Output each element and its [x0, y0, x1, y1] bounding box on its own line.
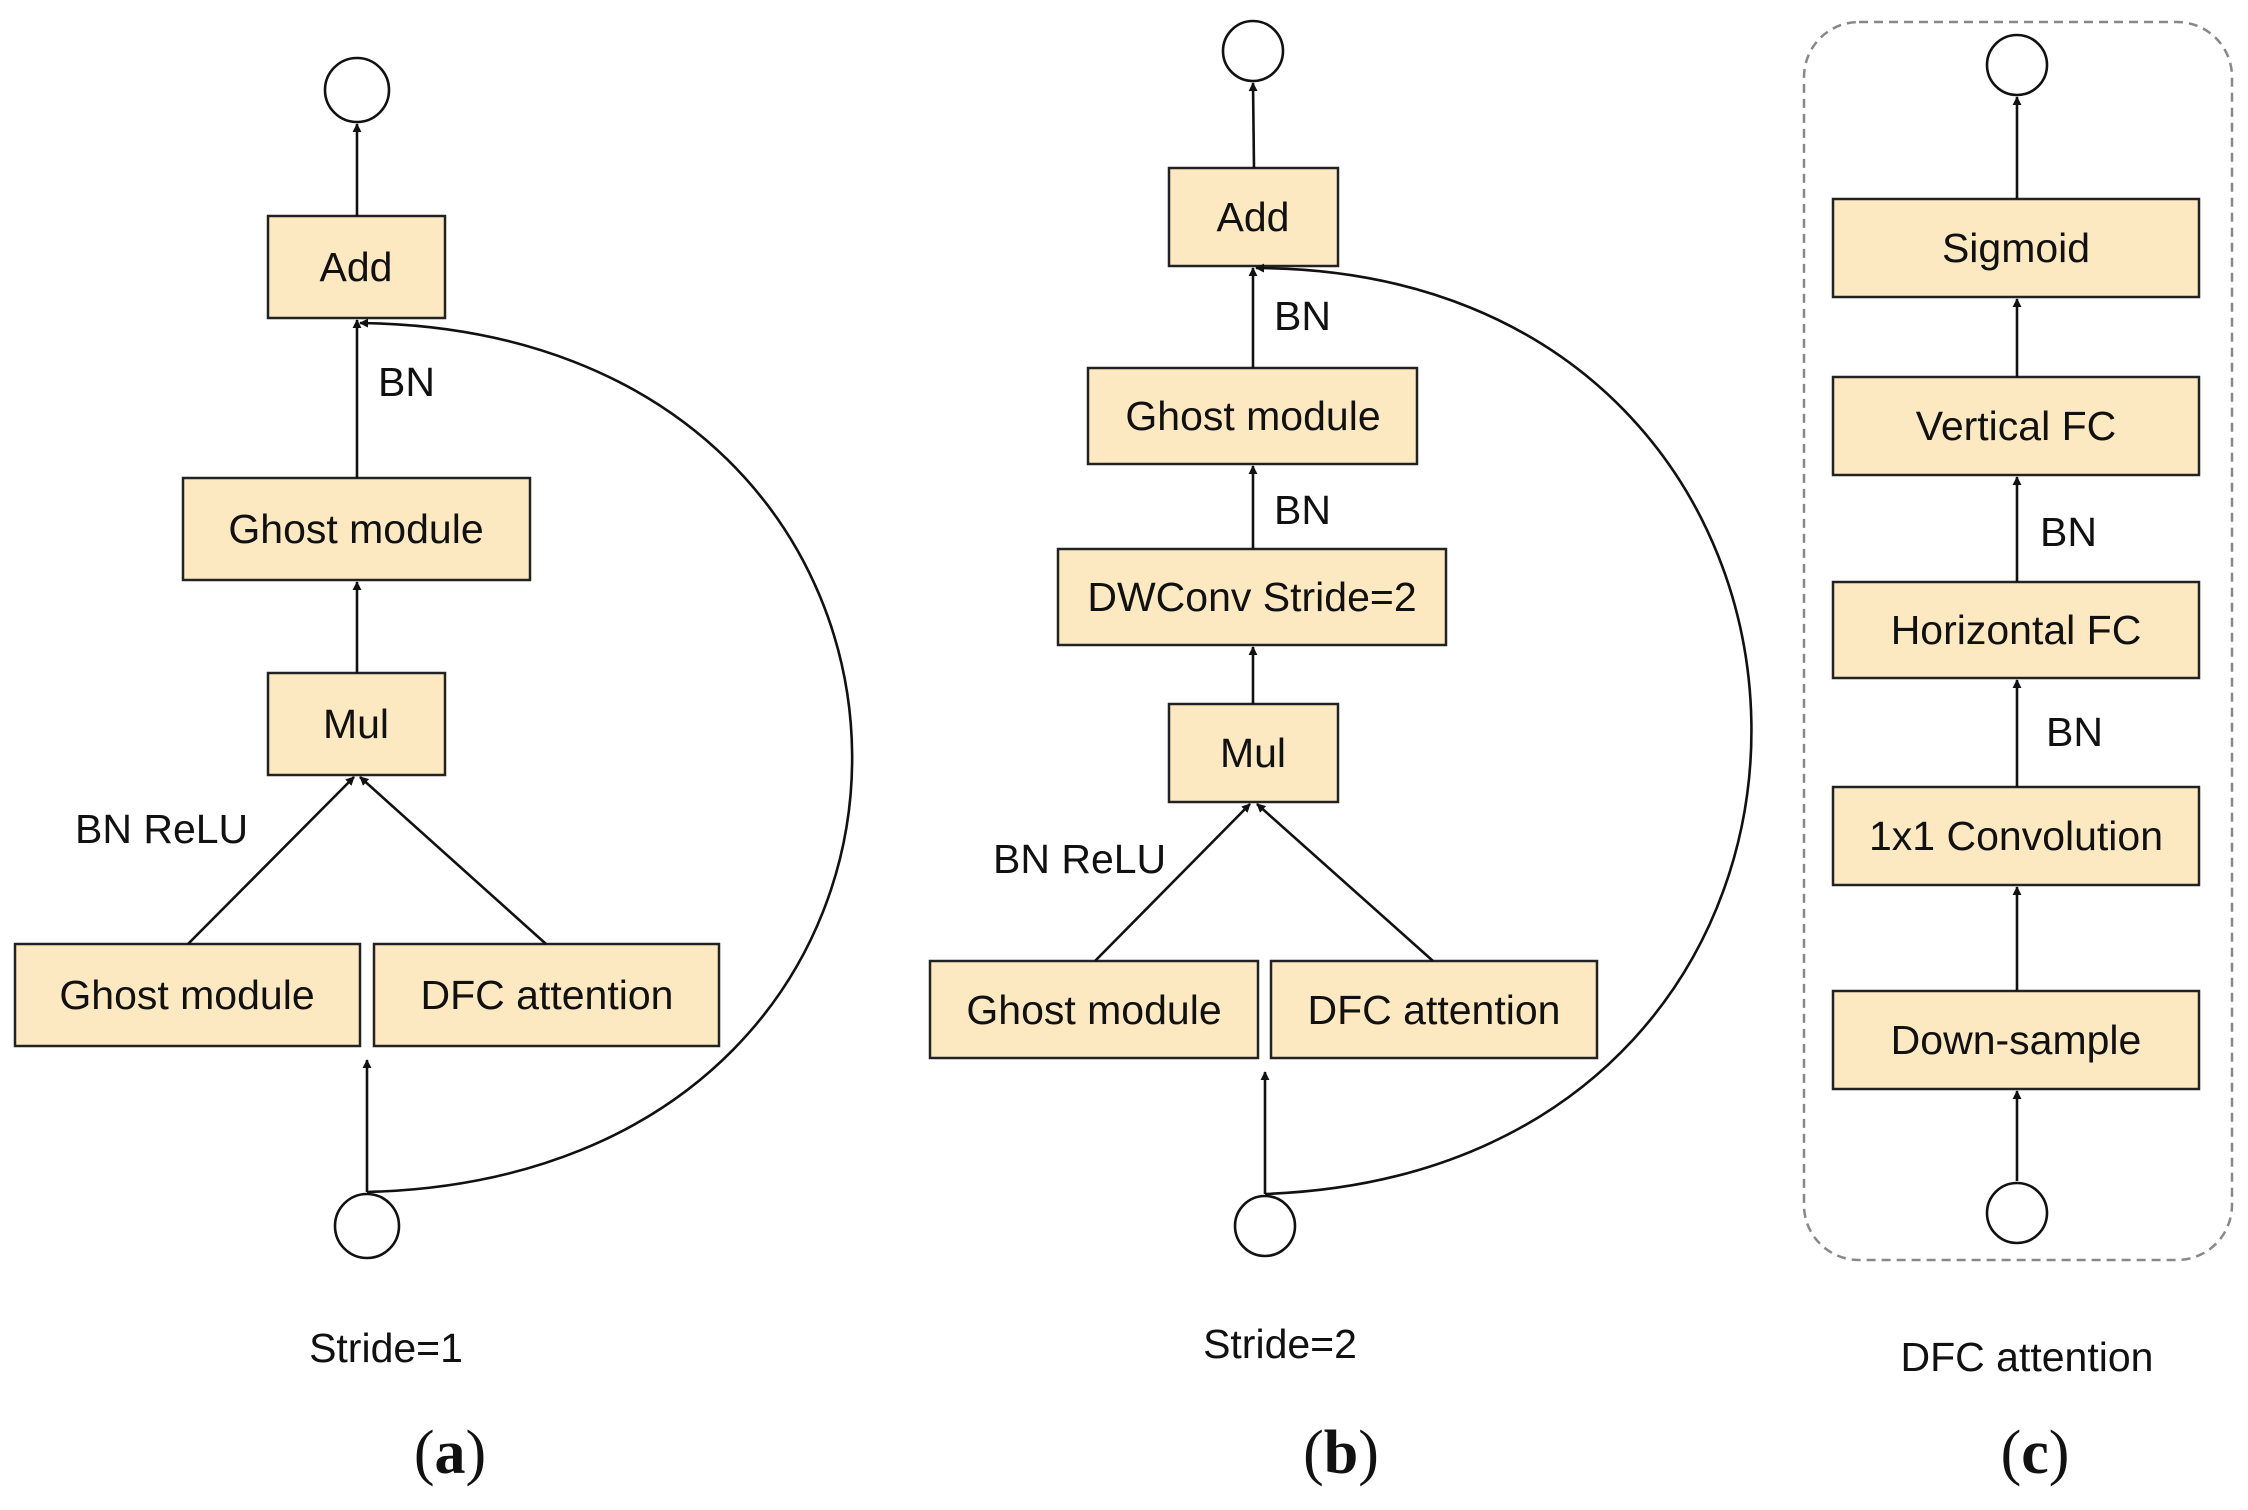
sigmoid-box: Sigmoid — [1831, 197, 2201, 299]
subfigure-label: (c) — [2001, 1419, 2070, 1487]
residual-connection — [1255, 263, 1753, 1196]
ghost-module-top-box: Ghost module — [1086, 366, 1419, 466]
horizontal-fc-box: Horizontal FC — [1831, 580, 2201, 680]
mul-label: Mul — [323, 701, 389, 747]
dfc-attention-box: DFC attention — [1269, 959, 1599, 1060]
down-sample-label: Down-sample — [1891, 1017, 2142, 1063]
bn-label: BN — [1274, 487, 1331, 533]
ghost-module-left-label: Ghost module — [59, 972, 314, 1018]
sigmoid-label: Sigmoid — [1942, 225, 2090, 271]
panel-b: Add Ghost module DWConv Stride=2 Mul Gho… — [928, 19, 1753, 1487]
mul-label: Mul — [1220, 730, 1286, 776]
subfigure-label: (a) — [414, 1419, 486, 1487]
input-node — [1985, 1181, 2049, 1245]
bn-label: BN — [1274, 293, 1331, 339]
ghost-module-left-label: Ghost module — [966, 987, 1221, 1033]
add-box: Add — [1167, 166, 1340, 268]
output-node — [323, 56, 391, 124]
bn-label: BN — [378, 359, 435, 405]
dfc-attention-box: DFC attention — [372, 942, 721, 1048]
arrow-dfc-to-mul — [1256, 803, 1434, 962]
dwconv-label: DWConv Stride=2 — [1087, 574, 1416, 620]
dfc-attention-label: DFC attention — [421, 972, 674, 1018]
panel-c: Sigmoid Vertical FC Horizontal FC 1x1 Co… — [1802, 20, 2234, 1487]
ghost-module-top-box: Ghost module — [181, 476, 532, 582]
add-label: Add — [1217, 194, 1290, 240]
panel-a: Add Ghost module Mul Ghost module DFC at… — [13, 56, 854, 1487]
input-node — [333, 1192, 401, 1260]
conv-1x1-label: 1x1 Convolution — [1869, 813, 2163, 859]
dwconv-box: DWConv Stride=2 — [1056, 547, 1448, 647]
bn-label: BN — [2040, 509, 2097, 555]
dfc-attention-caption: DFC attention — [1901, 1334, 2154, 1380]
ghost-module-left-box: Ghost module — [928, 959, 1260, 1060]
dashed-container — [1802, 20, 2234, 1262]
arrow-add-to-output — [1248, 82, 1258, 169]
vertical-fc-box: Vertical FC — [1831, 375, 2201, 477]
output-node — [1221, 19, 1285, 83]
horizontal-fc-label: Horizontal FC — [1891, 607, 2142, 653]
stride-caption: Stride=2 — [1203, 1321, 1357, 1367]
arrow-ghost-left-to-mul — [187, 776, 355, 945]
mul-box: Mul — [266, 671, 447, 777]
stride-caption: Stride=1 — [309, 1325, 463, 1371]
bn-label: BN — [2046, 709, 2103, 755]
arrow-dfc-to-mul — [359, 776, 547, 945]
ghost-module-top-label: Ghost module — [228, 506, 483, 552]
dfc-attention-label: DFC attention — [1308, 987, 1561, 1033]
add-box: Add — [266, 214, 447, 320]
ghost-module-left-box: Ghost module — [13, 942, 362, 1048]
bn-relu-label: BN ReLU — [993, 836, 1166, 882]
mul-box: Mul — [1167, 702, 1340, 804]
input-node — [1233, 1194, 1297, 1258]
bn-relu-label: BN ReLU — [75, 806, 248, 852]
vertical-fc-label: Vertical FC — [1916, 403, 2117, 449]
down-sample-box: Down-sample — [1831, 989, 2201, 1091]
subfigure-label: (b) — [1303, 1419, 1379, 1487]
residual-connection — [359, 318, 854, 1194]
conv-1x1-box: 1x1 Convolution — [1831, 785, 2201, 887]
add-label: Add — [320, 244, 393, 290]
ghost-module-top-label: Ghost module — [1125, 393, 1380, 439]
output-node — [1985, 33, 2049, 97]
arrow-ghost-left-to-mul — [1094, 803, 1251, 962]
